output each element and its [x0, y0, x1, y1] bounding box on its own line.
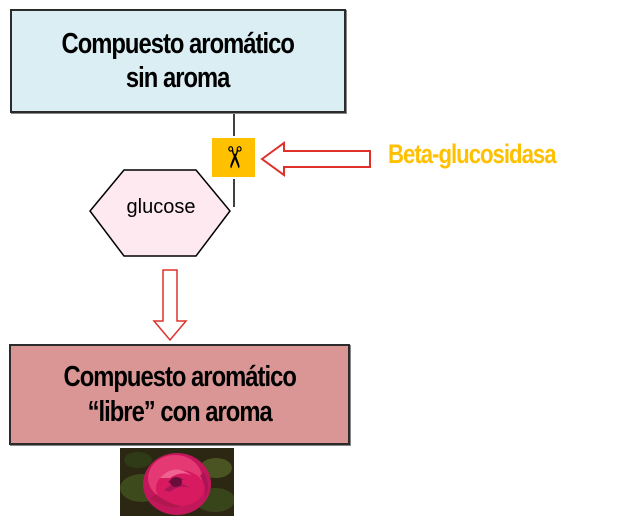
scissors-icon: ✂: [212, 138, 255, 177]
glucose-label: glucose: [126, 196, 196, 218]
release-arrow: [152, 269, 188, 342]
rose-illustration: [120, 448, 234, 516]
enzyme-arrow: [260, 141, 371, 177]
top-box-line-1: Compuesto aromático: [61, 27, 295, 60]
bottom-box-line-1: Compuesto aromático: [63, 361, 296, 394]
glycosylated-compound-box: Compuesto aromático sin aroma: [10, 9, 346, 113]
top-box-line-2: sin aroma: [126, 62, 230, 94]
bottom-box-line-2: “libre” con aroma: [87, 395, 272, 428]
enzyme-label: Beta-glucosidasa: [388, 139, 557, 169]
glucose-hexagon: [89, 169, 231, 257]
rose-photo: [120, 448, 234, 516]
free-aromatic-compound-box: Compuesto aromático “libre” con aroma: [9, 344, 350, 445]
